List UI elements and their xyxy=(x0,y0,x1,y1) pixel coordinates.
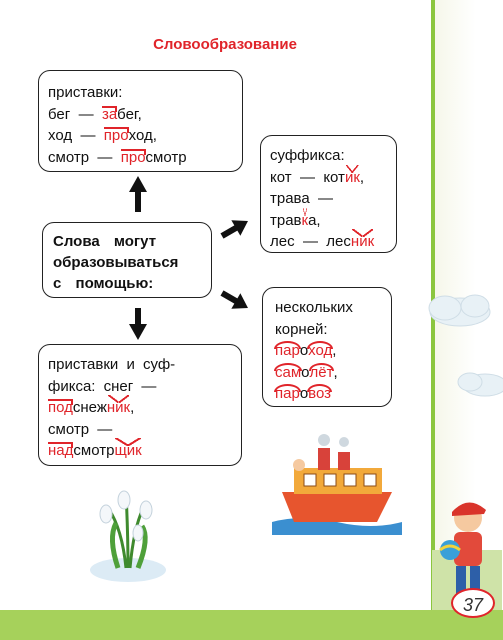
dash: — xyxy=(318,190,334,207)
dash: — xyxy=(78,105,94,123)
center-line: Слова могут xyxy=(53,233,157,250)
compound-word: самолёт, xyxy=(273,362,391,384)
word-base: кот xyxy=(270,168,292,186)
steamship-illustration xyxy=(272,434,402,535)
word-stem: снеж xyxy=(72,399,107,416)
prefix-suffix-text: смотр — xyxy=(48,420,113,438)
word-base: бег xyxy=(48,105,71,123)
word-stem: смотр xyxy=(73,442,115,459)
word-base: лес xyxy=(270,233,295,250)
prefix-example: смотр — просмотр xyxy=(48,147,242,169)
snowdrop-illustration xyxy=(90,490,166,582)
prefix-example: бег — забег, xyxy=(48,104,242,126)
root-mark: пар xyxy=(274,383,301,405)
prefix-suffix-example: надсмотрщик xyxy=(48,438,241,462)
page-number: 37 xyxy=(451,588,495,618)
prefix-mark: под xyxy=(48,397,73,419)
linking-vowel: о xyxy=(299,385,309,402)
word-ending: , xyxy=(130,399,135,416)
word-stem: кот xyxy=(323,168,345,186)
arrow-up-icon xyxy=(129,176,147,212)
arrow-up-right-icon xyxy=(220,220,248,239)
prefix-suffix-example: подснежник, xyxy=(48,395,241,419)
prefix-example: ход — проход, xyxy=(48,125,242,147)
prefixes-box: приставки: бег — забег, ход — проход, см… xyxy=(38,70,243,172)
prefix-suffix-text: фикса: снег — xyxy=(48,377,157,395)
suffix-mark: к xyxy=(302,207,308,232)
center-line: с помощью: xyxy=(53,275,154,292)
word-ending: , xyxy=(332,342,337,359)
suffix-mark: щик xyxy=(114,438,142,462)
linking-vowel: о xyxy=(299,342,309,359)
prefix-mark: за xyxy=(101,104,118,126)
dash: — xyxy=(97,148,113,166)
word-stem: лес xyxy=(326,233,351,250)
page-title: Словообразование xyxy=(153,36,297,53)
linking-vowel: о xyxy=(301,363,310,381)
suffix-example: кот — котик, xyxy=(270,164,396,189)
suffix-mark: ник xyxy=(351,229,374,253)
prefix-mark: над xyxy=(48,440,74,462)
suffix-mark: ник xyxy=(107,395,130,419)
word-base: смотр xyxy=(48,148,90,166)
prefix-suffix-text: приставки и суф- xyxy=(48,356,176,373)
dash: — xyxy=(299,168,315,186)
word-base: ход xyxy=(48,127,73,144)
word-rest: бег, xyxy=(117,105,142,123)
word-ending: , xyxy=(359,168,365,186)
word-base: трава xyxy=(270,190,310,207)
bottom-green-bar xyxy=(0,610,503,640)
center-line: образовываться xyxy=(53,254,179,271)
compound-word: паровоз xyxy=(274,383,391,405)
root-mark: пар xyxy=(274,340,301,362)
clouds-illustration xyxy=(428,294,503,397)
prefix-mark: про xyxy=(103,125,129,147)
word-rest: смотр xyxy=(145,148,187,166)
roots-box: нескольких корней: пароход, самолёт, пар… xyxy=(262,287,392,407)
suffixes-box: суффикса: кот — котик, трава — травка, л… xyxy=(260,135,397,253)
arrow-down-right-icon xyxy=(220,290,248,309)
suffix-example: трава — xyxy=(270,188,396,210)
word-rest: ход, xyxy=(128,127,157,144)
roots-heading: корней: xyxy=(275,320,328,338)
dash: — xyxy=(302,233,318,250)
word-ending: а, xyxy=(308,211,321,229)
suffix-example: травка, xyxy=(270,207,396,232)
word-ending: , xyxy=(333,363,338,381)
suffix-example: лес — лесник xyxy=(270,229,396,253)
root-mark: лёт xyxy=(308,362,335,384)
prefix-mark: про xyxy=(120,147,146,169)
word-stem: трав xyxy=(270,211,302,229)
roots-heading: нескольких xyxy=(275,299,353,316)
dash: — xyxy=(80,127,96,144)
suffix-mark: ик xyxy=(345,164,360,189)
center-box: Слова могут образовываться с помощью: xyxy=(42,222,212,298)
suffixes-heading: суффикса: xyxy=(270,147,345,164)
arrow-down-icon xyxy=(129,308,147,340)
prefix-suffix-box: приставки и суф- фикса: снег — подснежни… xyxy=(38,344,242,466)
root-mark: воз xyxy=(307,383,332,405)
compound-word: пароход, xyxy=(274,340,391,362)
prefixes-heading: приставки: xyxy=(48,84,123,101)
